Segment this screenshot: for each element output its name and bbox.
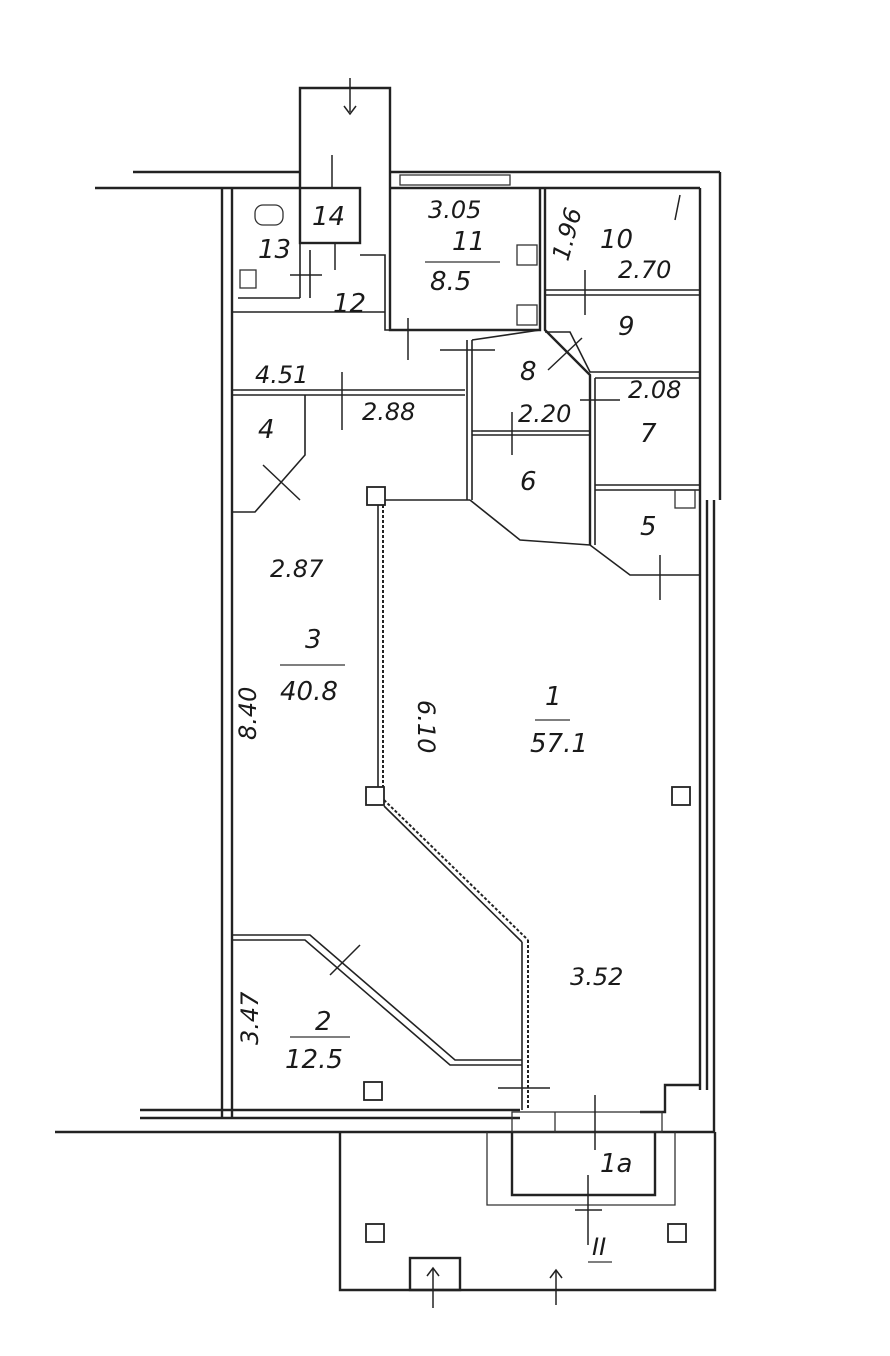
room-3-length: 8.40 xyxy=(234,687,262,740)
column xyxy=(671,786,691,806)
exterior-walls xyxy=(55,170,722,1134)
room-3-height: 2.87 xyxy=(270,555,324,583)
room-11-area: 8.5 xyxy=(430,267,471,297)
room-8-dim: 2.20 xyxy=(518,400,571,428)
room-11-walls xyxy=(388,188,542,360)
top-vestibule xyxy=(298,78,392,188)
corridor-dim: 4.51 xyxy=(255,361,308,389)
corridor-walls xyxy=(232,372,465,513)
room-14-number: 14 xyxy=(312,202,345,232)
room-11-number: 11 xyxy=(452,227,485,257)
room-2-height: 3.47 xyxy=(236,991,264,1045)
room-9-number: 9 xyxy=(618,312,635,342)
room-12-number: 12 xyxy=(333,289,366,319)
room-8-number: 8 xyxy=(520,357,537,387)
room-5-number: 5 xyxy=(640,512,657,542)
room-7-dim: 2.08 xyxy=(628,376,681,404)
room-7-number: 7 xyxy=(640,419,657,449)
service-rooms-walls xyxy=(440,188,700,600)
hall-dim: 2.88 xyxy=(362,398,415,426)
partition-dim: 6.10 xyxy=(412,700,440,753)
room-2-walls xyxy=(232,934,522,1101)
room-6-number: 6 xyxy=(520,467,537,497)
room-1a-number: 1a xyxy=(600,1149,632,1179)
room-10-number: 10 xyxy=(600,225,633,255)
room-1-number: 1 xyxy=(545,682,562,712)
room-labels: 14 13 12 3.05 11 8.5 1.96 10 2.70 9 8 2.… xyxy=(234,196,681,1263)
room-3-area: 40.8 xyxy=(280,677,338,707)
entrance-porch xyxy=(338,1095,717,1308)
room-14-walls xyxy=(298,155,362,270)
room-1-height: 3.52 xyxy=(570,963,623,991)
room-11-dim: 3.05 xyxy=(428,196,481,224)
room-10-dim-1: 1.96 xyxy=(547,205,588,264)
room-2-area: 12.5 xyxy=(285,1045,343,1075)
main-partition xyxy=(365,486,550,1110)
room-12-13-walls xyxy=(232,204,405,331)
room-2-number: 2 xyxy=(315,1007,332,1037)
room-13-number: 13 xyxy=(258,235,291,265)
room-4-number: 4 xyxy=(258,415,275,445)
section-mark: II xyxy=(592,1233,606,1261)
room-10-dim-2: 2.70 xyxy=(618,256,671,284)
room-1-area: 57.1 xyxy=(530,729,588,759)
room-3-number: 3 xyxy=(305,625,322,655)
